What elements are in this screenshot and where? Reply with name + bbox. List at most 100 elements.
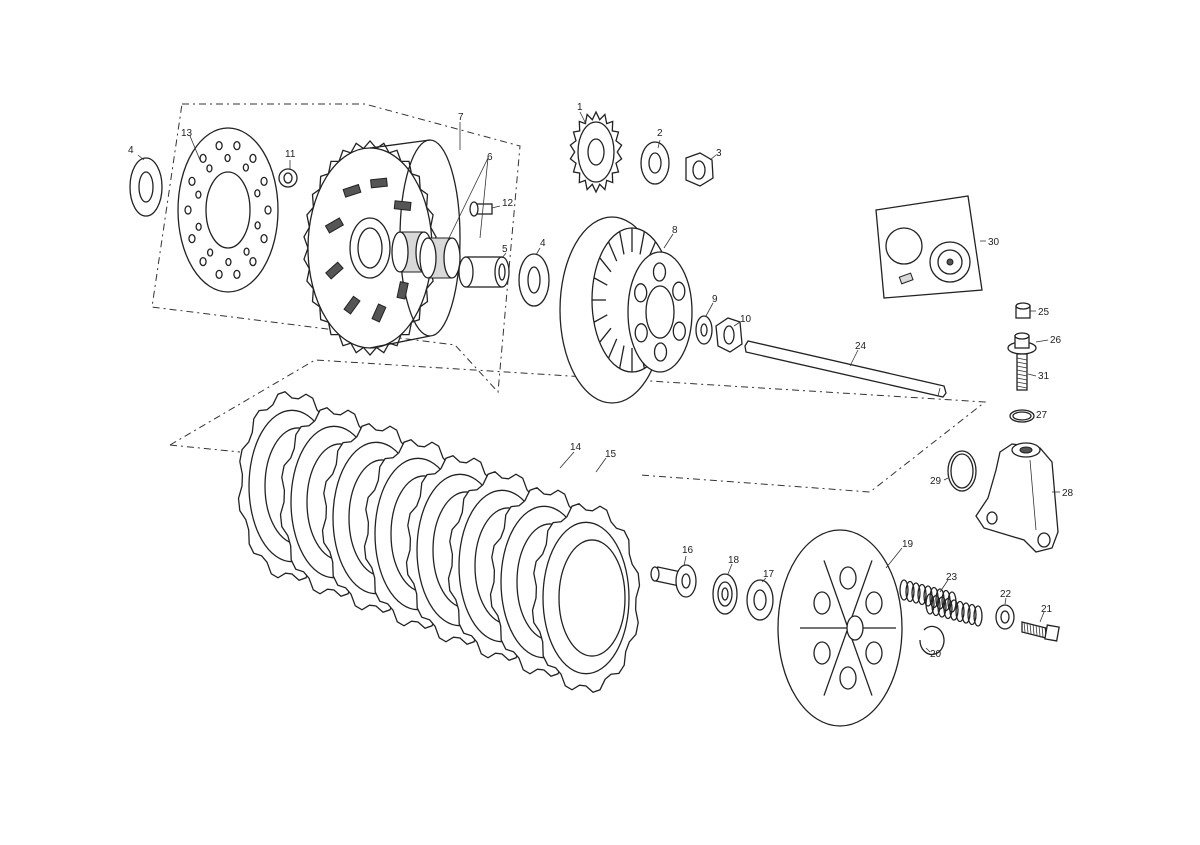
disc-hole (260, 176, 268, 187)
disc-hole (199, 153, 207, 164)
spring-coil (955, 600, 965, 623)
hub-boss (652, 262, 667, 282)
spring-coil (911, 582, 921, 604)
callout-17: 17 (763, 569, 775, 580)
lower-group-outline (169, 359, 987, 493)
hub-spline (593, 277, 608, 286)
thread (1016, 385, 1028, 389)
part-4-washer-left (129, 157, 163, 217)
part-28-cylinder-body (975, 442, 1059, 553)
callout-1: 1 (577, 102, 583, 113)
thread (1041, 626, 1044, 637)
part-10-nut (715, 317, 743, 353)
basket-slot (396, 281, 409, 300)
callout-31: 31 (1038, 371, 1050, 382)
disc-hole (199, 256, 207, 267)
part-25-cap (1015, 302, 1031, 319)
hub-boss (672, 321, 686, 341)
spring-coil (973, 605, 983, 627)
callout-6: 6 (487, 152, 493, 163)
disc-hole (254, 221, 261, 230)
part-21-bolt (1021, 621, 1060, 642)
callout-14: 14 (570, 442, 582, 453)
spring-coil (925, 593, 935, 615)
callout-23: 23 (946, 572, 958, 583)
pressure-plate-hole (865, 641, 883, 665)
thread (1016, 361, 1028, 365)
part-2-washer (640, 141, 670, 185)
part-18-bearing (712, 573, 738, 615)
hub-boss (672, 281, 686, 301)
spring-coil (899, 579, 909, 601)
steel-plate (531, 503, 641, 693)
part-12-pin (469, 201, 493, 217)
part-27-o-ring (1009, 409, 1035, 423)
part-11-pin (278, 168, 298, 188)
thread (1026, 622, 1029, 633)
plate-band (542, 521, 630, 675)
disc-hole (195, 190, 202, 199)
callout-5: 5 (502, 244, 508, 255)
pressure-plate-hole (865, 591, 883, 615)
part-30-seal-kit (875, 195, 983, 299)
part-number-callouts: 1 2 3 4 4 5 6 7 8 9 10 11 12 13 14 15 16… (128, 102, 1074, 660)
hub-spline (639, 231, 645, 255)
pressure-plate-hole (813, 641, 831, 665)
spring-coil (917, 583, 927, 606)
part-8-inner-hub (559, 216, 693, 404)
hub-spline (599, 257, 612, 273)
part-13-perforated-disc (177, 127, 279, 293)
callout-3: 3 (716, 148, 722, 159)
part-26-nut (1007, 332, 1037, 355)
callout-25: 25 (1038, 307, 1050, 318)
disc-hole (206, 164, 213, 173)
plate-bore (558, 539, 626, 657)
part-4-washer-middle (518, 253, 550, 307)
thread (1016, 373, 1028, 377)
pressure-plate-hole (813, 591, 831, 615)
part-31-bleed-screw (1016, 353, 1028, 391)
pressure-plate-hole (839, 666, 857, 690)
disc-hole (224, 153, 231, 163)
spring-coil (949, 599, 959, 621)
basket-slot (324, 217, 345, 234)
disc-hole (188, 176, 196, 187)
basket-slot (371, 303, 387, 323)
callout-24: 24 (855, 341, 867, 352)
part-5-bushing (458, 256, 510, 288)
callout-13: 13 (181, 128, 193, 139)
part-20-clip (919, 625, 945, 656)
callout-22: 22 (1000, 589, 1012, 600)
disc-hole (233, 269, 241, 279)
disc-hole (188, 233, 196, 244)
callout-28: 28 (1062, 488, 1074, 499)
spring-coil (905, 580, 915, 603)
thread (1016, 365, 1028, 369)
thread (1035, 624, 1038, 636)
clutch-plate-stack (237, 391, 641, 693)
thread (1032, 624, 1035, 635)
part-19-pressure-plate (777, 529, 903, 727)
part-22-washer (995, 604, 1015, 630)
callout-26: 26 (1050, 335, 1062, 346)
part-16-throwout (650, 564, 697, 598)
thread (1029, 623, 1032, 634)
callout-4-left: 4 (128, 145, 134, 156)
callout-30: 30 (988, 237, 1000, 248)
callout-27: 27 (1036, 410, 1048, 421)
basket-slot (342, 183, 362, 198)
basket-slot (393, 200, 412, 211)
part-23-springs (899, 579, 983, 627)
part-6-needle-bearings (391, 231, 461, 279)
part-29-o-ring (947, 450, 977, 492)
disc-hole (249, 153, 257, 164)
callout-10: 10 (740, 314, 752, 325)
basket-slot (370, 177, 388, 189)
thread (1016, 381, 1028, 385)
part-17-washer (746, 579, 774, 621)
disc-hole (254, 189, 261, 198)
spring-coil (943, 597, 953, 620)
disc-hole (260, 233, 268, 244)
callout-15: 15 (605, 449, 617, 460)
callout-4-middle: 4 (540, 238, 546, 249)
